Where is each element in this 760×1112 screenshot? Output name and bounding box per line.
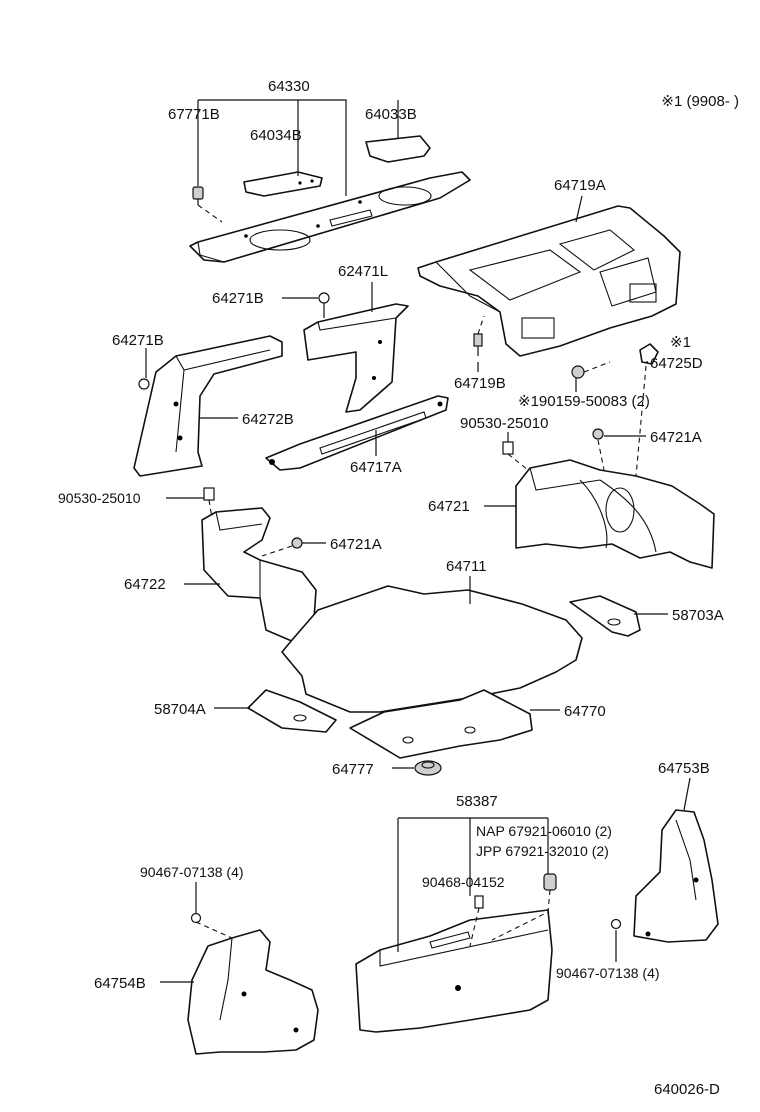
label-64272b: 64272B [242,411,294,428]
rear-panel-trim-58387 [355,909,553,1033]
label-58387: 58387 [456,793,498,810]
clip-90530-25010-left [203,487,215,501]
grommet-64777 [414,760,442,776]
label-supersession-note: ※1 (9908- ) [661,93,739,110]
label-64719b: 64719B [454,375,506,392]
mat-58704a [247,689,337,733]
label-64770: 64770 [564,703,606,720]
trunk-side-trim-64721 [515,459,715,569]
clip-90467-07138-right [610,918,622,930]
label-64721a-right: 64721A [650,429,702,446]
label-64725d: 64725D [650,355,703,372]
mat-58703a [569,595,641,637]
side-trim-64272b [133,335,283,477]
label-58703a: 58703A [672,607,724,624]
label-67771b: 67771B [168,106,220,123]
label-62471l: 62471L [338,263,388,280]
quarter-trim-64753b [633,809,719,943]
bracket-62471l [303,303,409,413]
label-90467-07138-left: 90467-07138 (4) [140,864,244,880]
label-64330: 64330 [268,78,310,95]
clip-67771b [192,186,204,205]
label-64777: 64777 [332,761,374,778]
label-190159-50083: ※190159-50083 (2) [518,393,650,410]
quarter-trim-64754b [187,929,319,1055]
label-64034b: 64034B [250,127,302,144]
label-64719a: 64719A [554,177,606,194]
fastener-67921 [543,873,557,891]
trunk-side-trim-64722 [201,507,317,649]
clip-64725d [639,343,659,365]
label-jpp-67921-32010: JPP 67921-32010 (2) [476,843,609,859]
leader-lines [145,99,691,983]
cover-64034b [243,171,323,197]
cover-64033b [365,135,431,163]
label-58704a: 58704A [154,701,206,718]
label-90530-25010-left: 90530-25010 [58,490,141,506]
label-mark-1: ※1 [670,334,691,351]
package-tray-trim-64330 [189,171,471,263]
label-64722: 64722 [124,576,166,593]
label-64753b: 64753B [658,760,710,777]
clip-64271b-left [138,378,150,390]
clip-90530-25010-right [502,441,514,455]
screw-190159-50083 [571,365,585,379]
label-64711: 64711 [446,558,487,575]
clip-90467-07138-left [190,912,202,924]
label-64754b: 64754B [94,975,146,992]
board-64770 [349,689,533,759]
label-90467-07138-right: 90467-07138 (4) [556,965,660,981]
clip-64719b [473,333,483,356]
clip-90468-04152 [474,895,484,909]
label-90530-25010-right: 90530-25010 [460,415,548,432]
trunk-floor-mat-64711 [281,585,583,713]
label-64033b: 64033B [365,106,417,123]
label-64271b-upper: 64271B [212,290,264,307]
label-64271b-left: 64271B [112,332,164,349]
label-90468-04152: 90468-04152 [422,874,505,890]
label-64721a-left: 64721A [330,536,382,553]
trunk-front-trim-64719a [417,205,681,357]
label-nap-67921-06010: NAP 67921-06010 (2) [476,823,612,839]
clip-64271b-upper [318,292,330,318]
clip-64721a-left [291,537,303,549]
drawing-number: 640026-D [654,1081,720,1098]
sill-plate-64717a [265,395,449,471]
clip-64721a-right [592,428,604,440]
label-64717a: 64717A [350,459,402,476]
label-64721: 64721 [428,498,470,515]
